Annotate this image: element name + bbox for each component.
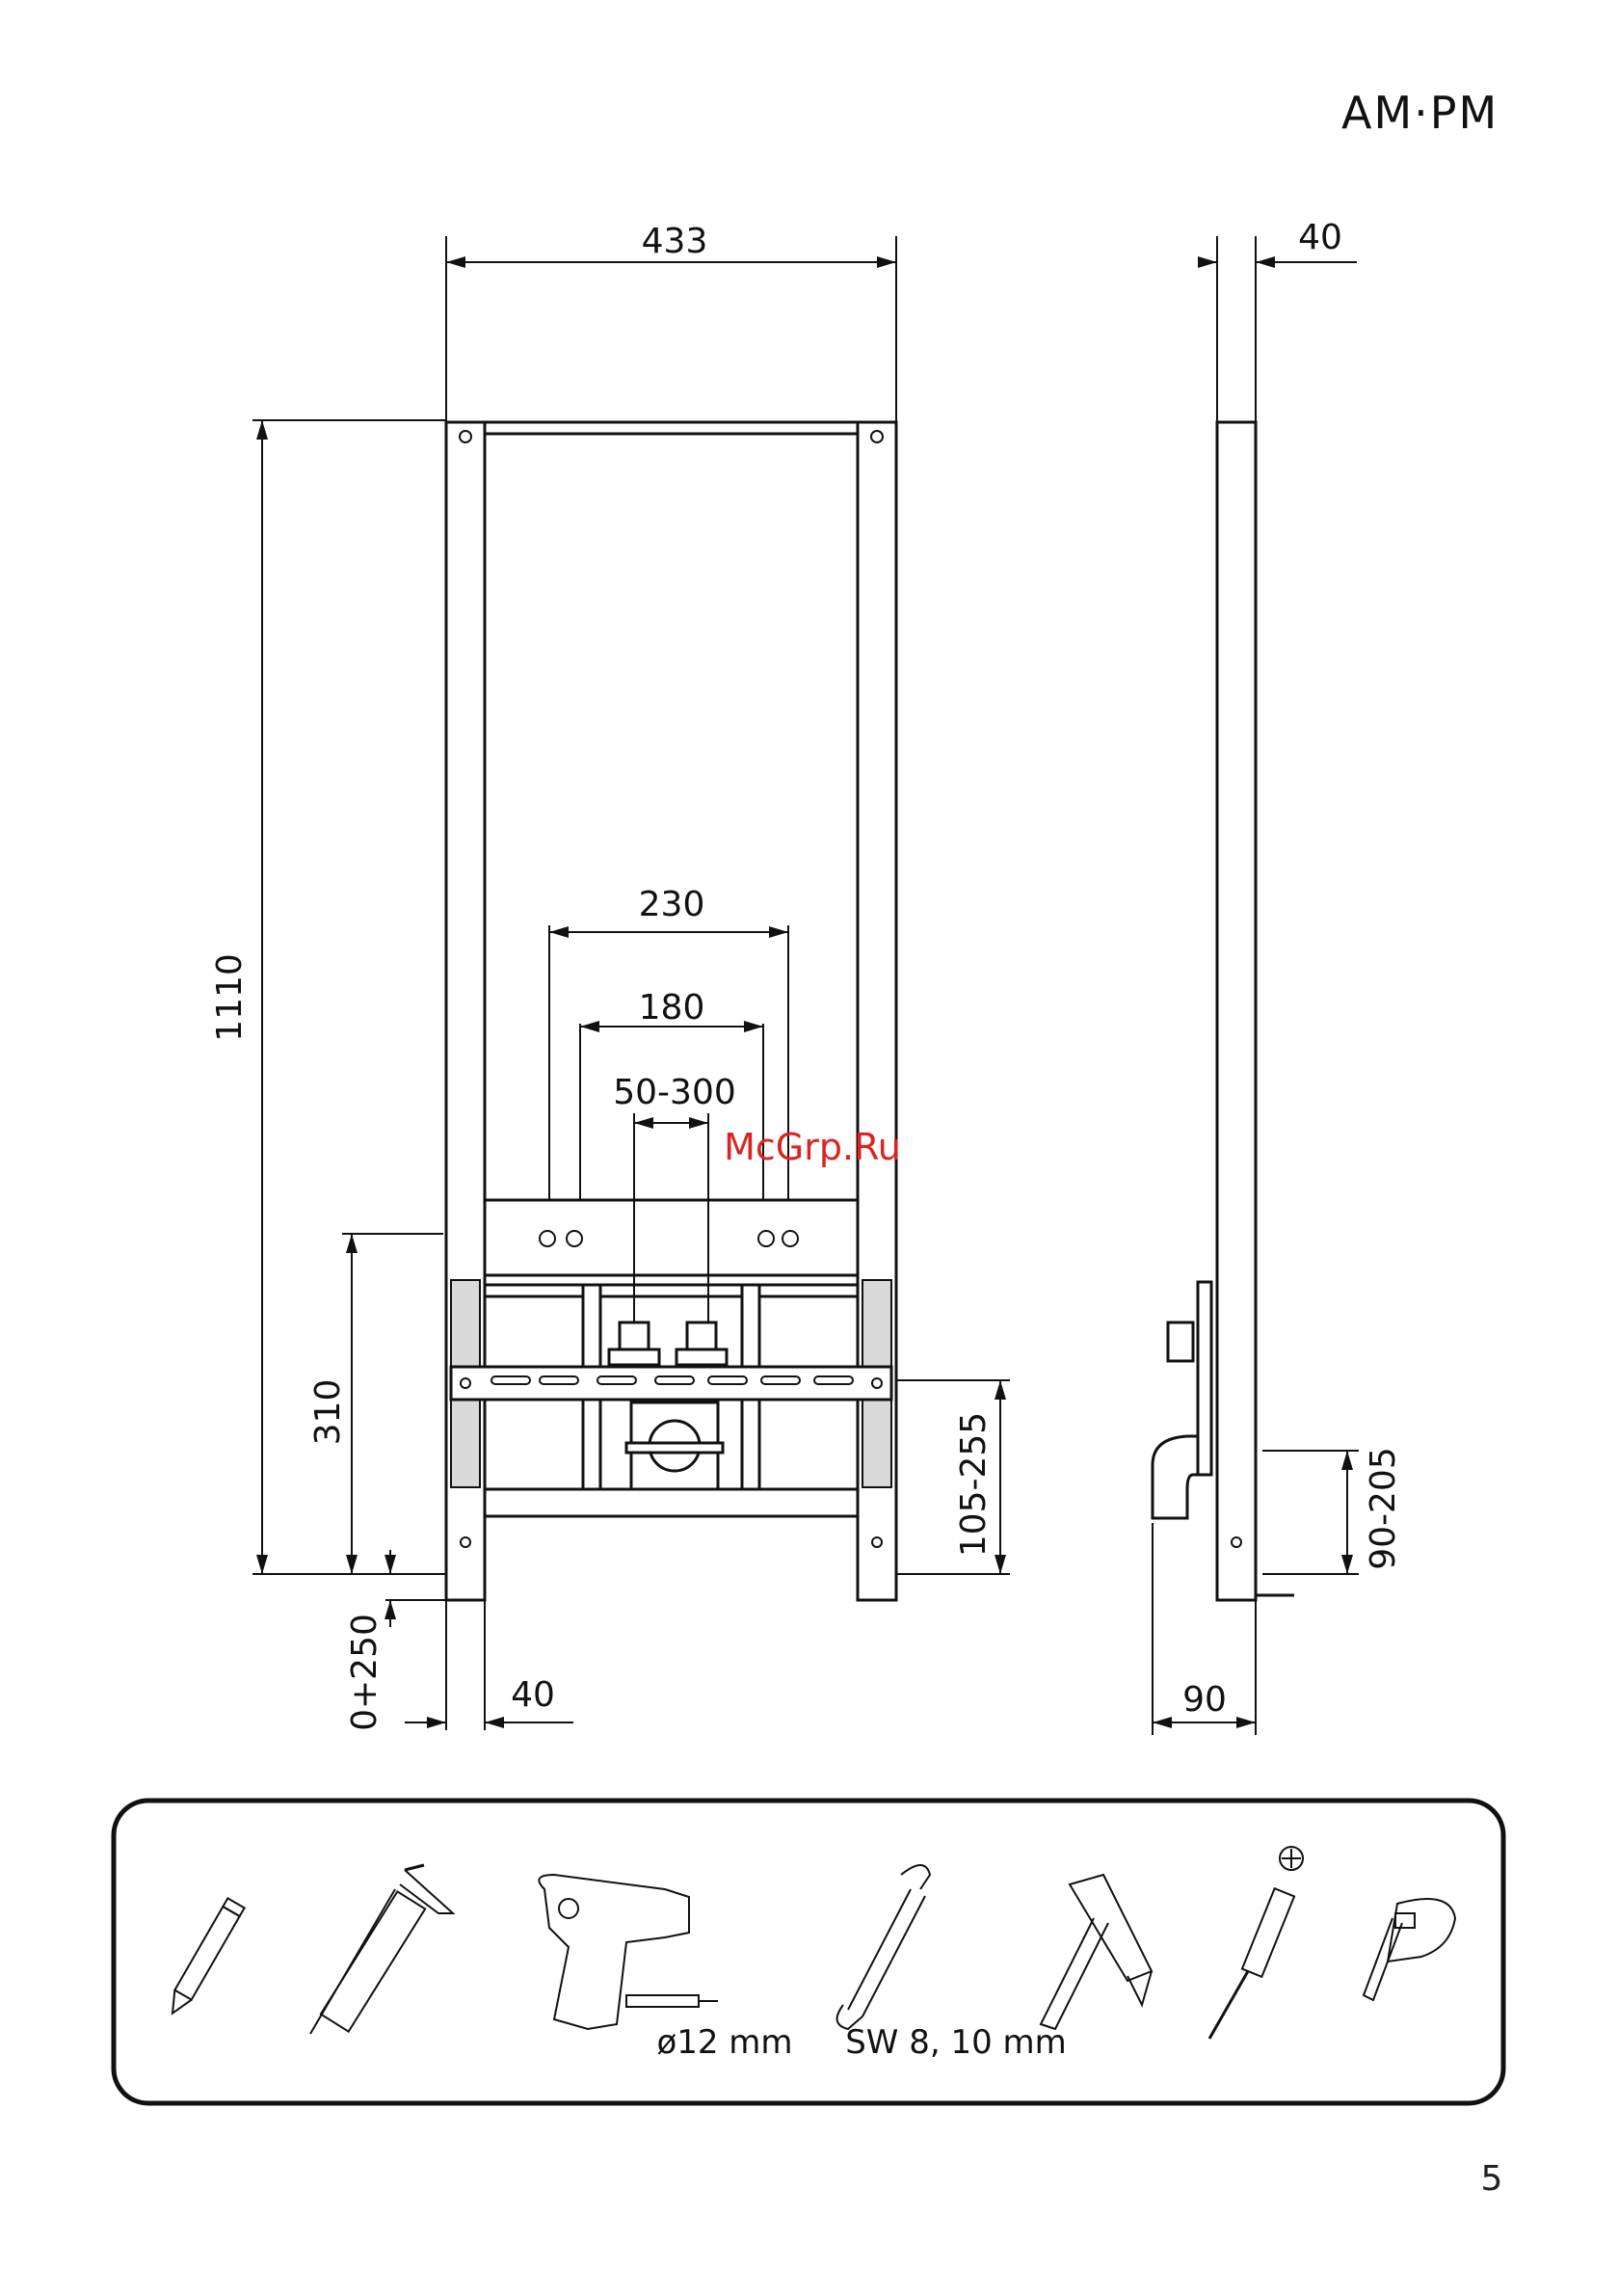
dim-90: 90 — [1182, 1680, 1227, 1720]
dim-leg-40: 40 — [511, 1675, 555, 1715]
dim-230: 230 — [639, 885, 705, 924]
watermark: McGrp.Ru — [724, 1126, 901, 1168]
dim-180: 180 — [639, 988, 705, 1028]
dim-side-40: 40 — [1298, 218, 1342, 257]
page-number: 5 — [1481, 2159, 1503, 2199]
dim-90-205: 90-205 — [1364, 1447, 1403, 1570]
dim-50-300: 50-300 — [613, 1073, 736, 1112]
dim-310: 310 — [308, 1379, 348, 1446]
side-frame — [1153, 422, 1294, 1600]
dim-0-250: 0+250 — [345, 1614, 385, 1731]
wrench-label: SW 8, 10 mm — [845, 2023, 1067, 2062]
dim-105-255: 105-255 — [954, 1412, 994, 1557]
tools-panel — [114, 1801, 1503, 2103]
dim-433: 433 — [642, 222, 708, 261]
drill-bit-label: ø12 mm — [656, 2023, 792, 2062]
dim-1110: 1110 — [210, 953, 250, 1042]
brand-logo: AM·PM — [1341, 87, 1499, 139]
